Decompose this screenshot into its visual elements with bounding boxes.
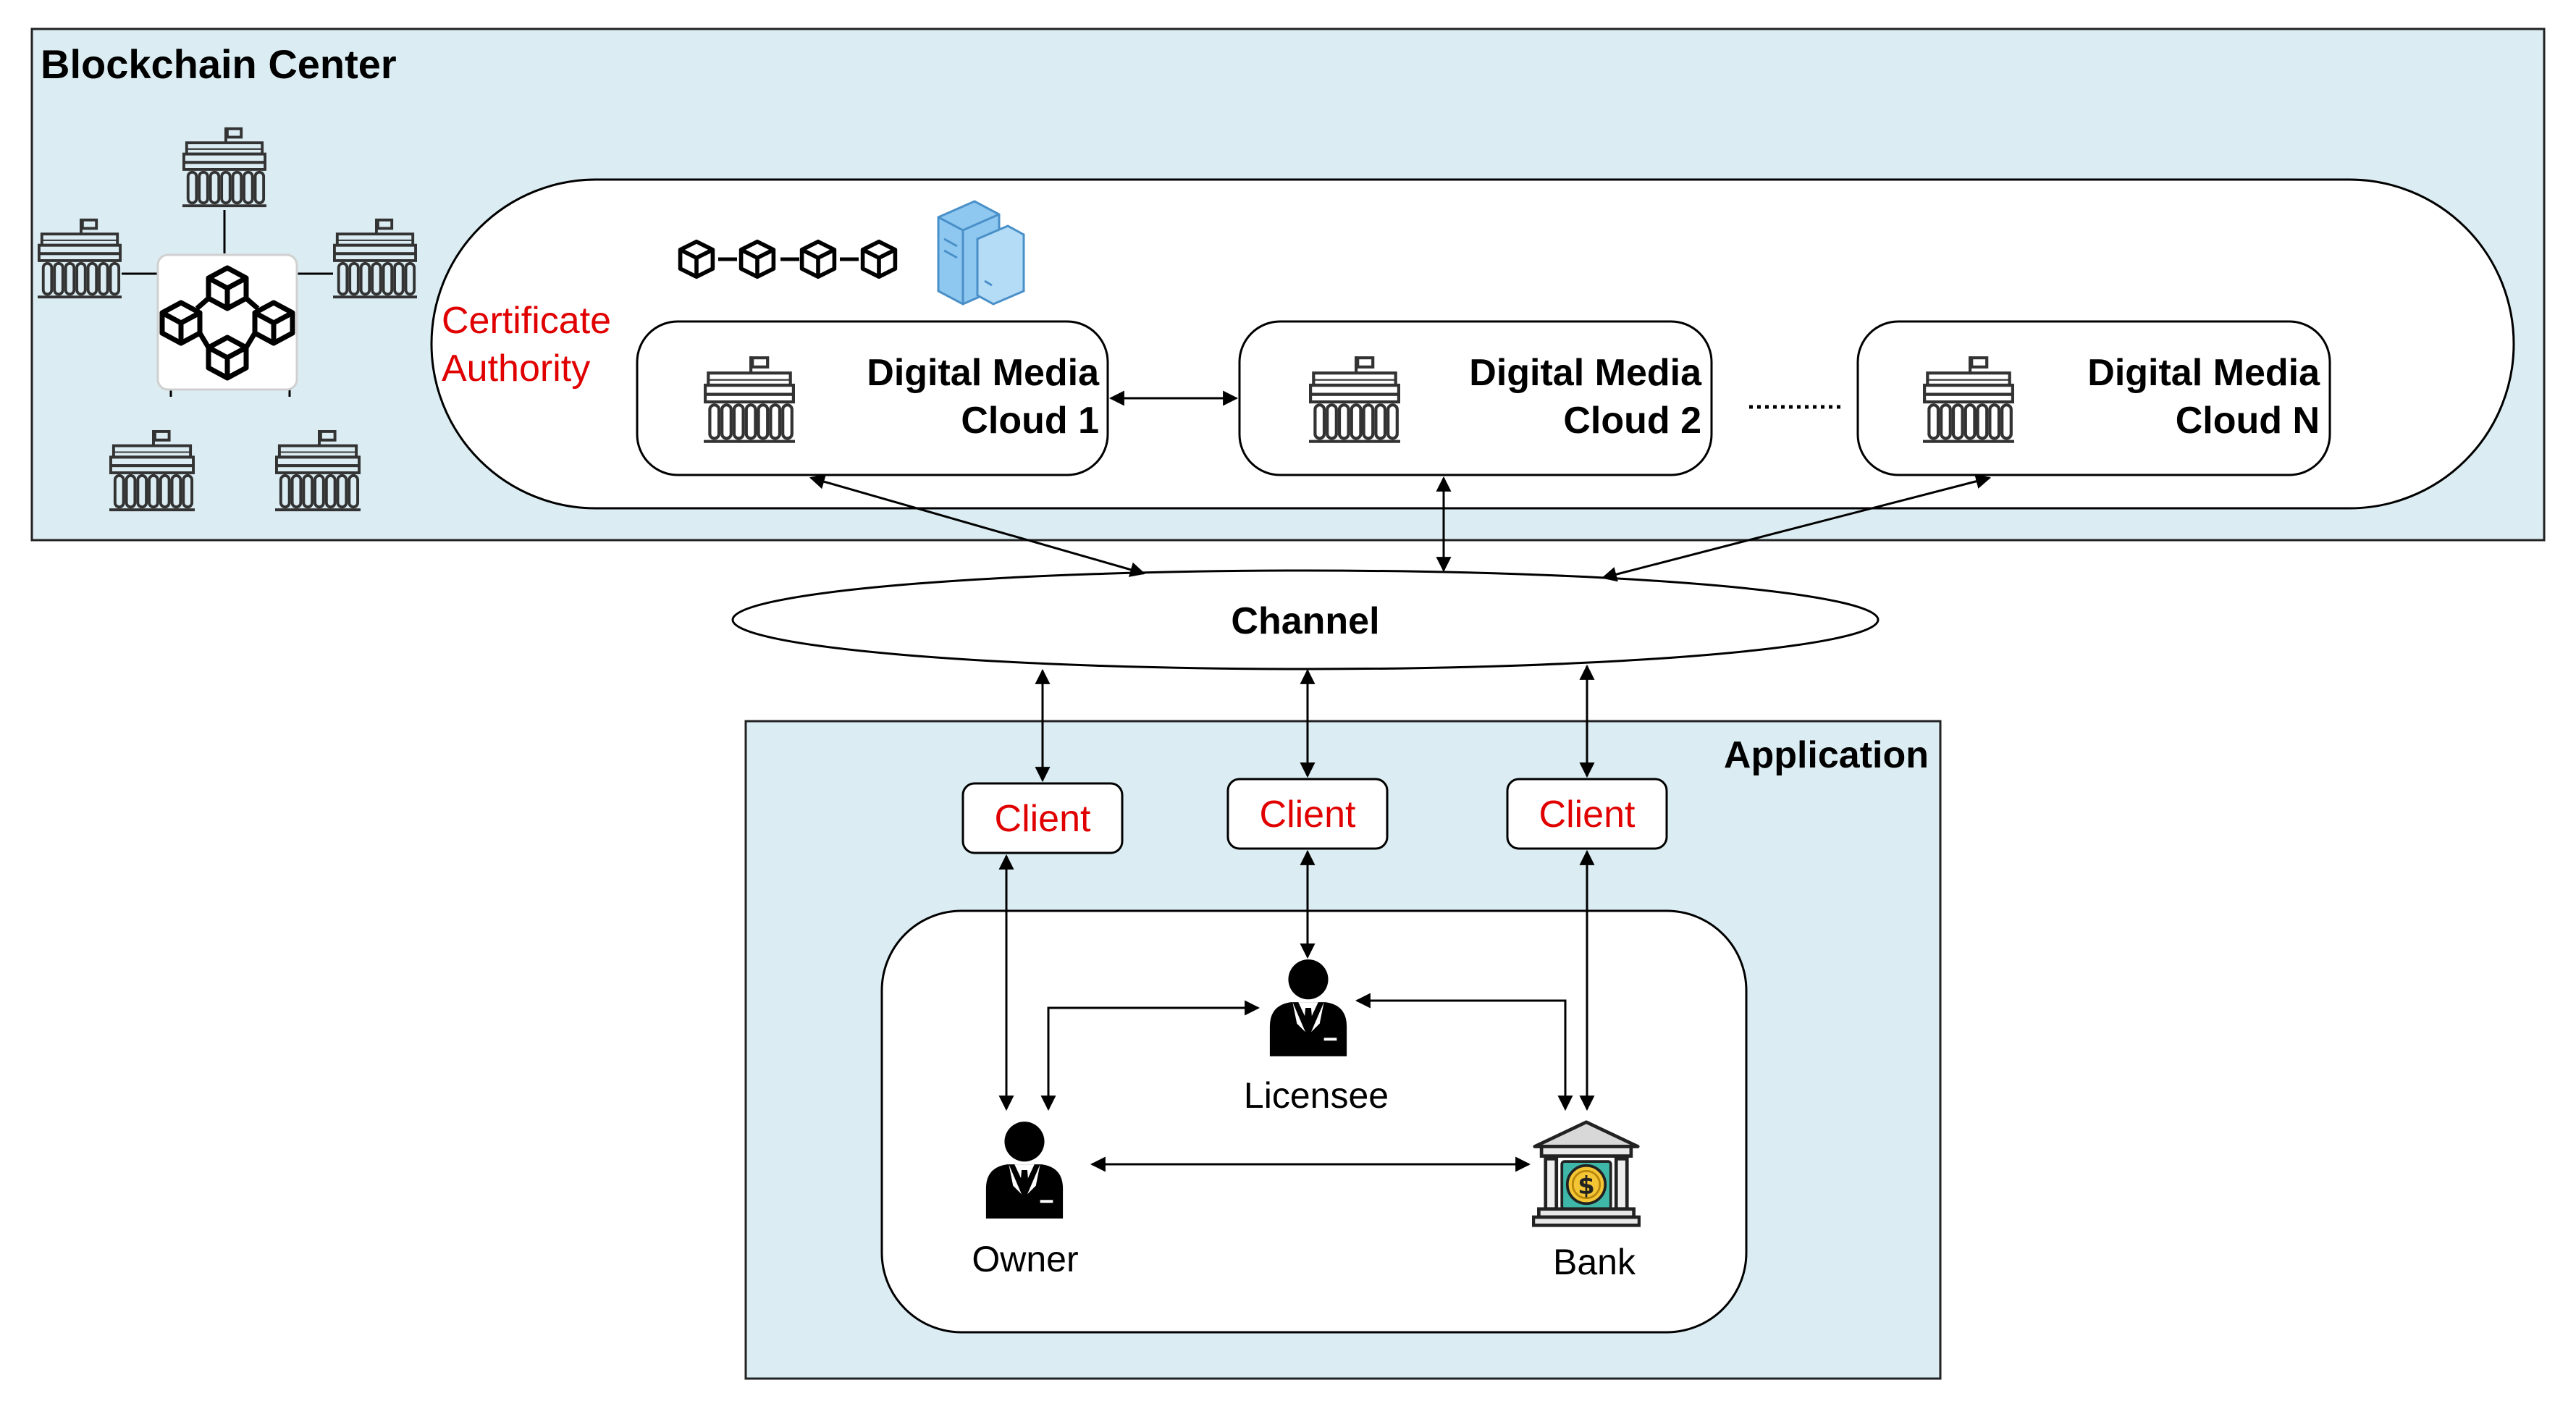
licensee-label: Licensee — [1244, 1075, 1389, 1116]
client-label: Client — [1260, 794, 1356, 836]
cloud-channel-arrow — [809, 474, 1146, 577]
digital-media-cloud-n: Digital Media Cloud N — [1856, 320, 2331, 476]
channel-label: Channel — [1231, 600, 1379, 642]
cloud-name: Cloud 2 — [1563, 400, 1701, 442]
certificate-authority-label: Authority — [442, 348, 590, 390]
blockchain-network-icon — [156, 253, 298, 391]
client-box: Client — [961, 782, 1124, 854]
server-icon — [937, 200, 1025, 306]
digital-media-cloud-1: Digital Media Cloud 1 — [636, 320, 1109, 476]
bank-label: Bank — [1553, 1242, 1636, 1282]
cloud-channel-arrow — [1601, 474, 1992, 582]
digital-media-cloud-2: Digital Media Cloud 2 — [1238, 320, 1713, 476]
blockchain-center-title: Blockchain Center — [41, 41, 397, 87]
owner-label: Owner — [972, 1239, 1078, 1279]
cloud-name: Digital Media — [1469, 352, 1702, 394]
cloud-name: Digital Media — [2087, 352, 2320, 394]
application-title: Application — [1724, 734, 1929, 776]
client-box: Client — [1506, 778, 1668, 850]
client-label: Client — [995, 798, 1091, 840]
certificate-authority-label: Certificate — [442, 300, 611, 342]
licensee-bank-arrow — [1355, 993, 1573, 1111]
owner-licensee-arrow — [1040, 1000, 1260, 1111]
peer-network-cluster — [38, 126, 417, 510]
cloud-name: Cloud N — [2176, 400, 2320, 442]
block-chain-icon — [681, 242, 896, 277]
cloud-name: Cloud 1 — [961, 400, 1099, 442]
cloud-name: Digital Media — [867, 352, 1100, 394]
client-label: Client — [1539, 794, 1636, 836]
client-box: Client — [1226, 778, 1389, 850]
